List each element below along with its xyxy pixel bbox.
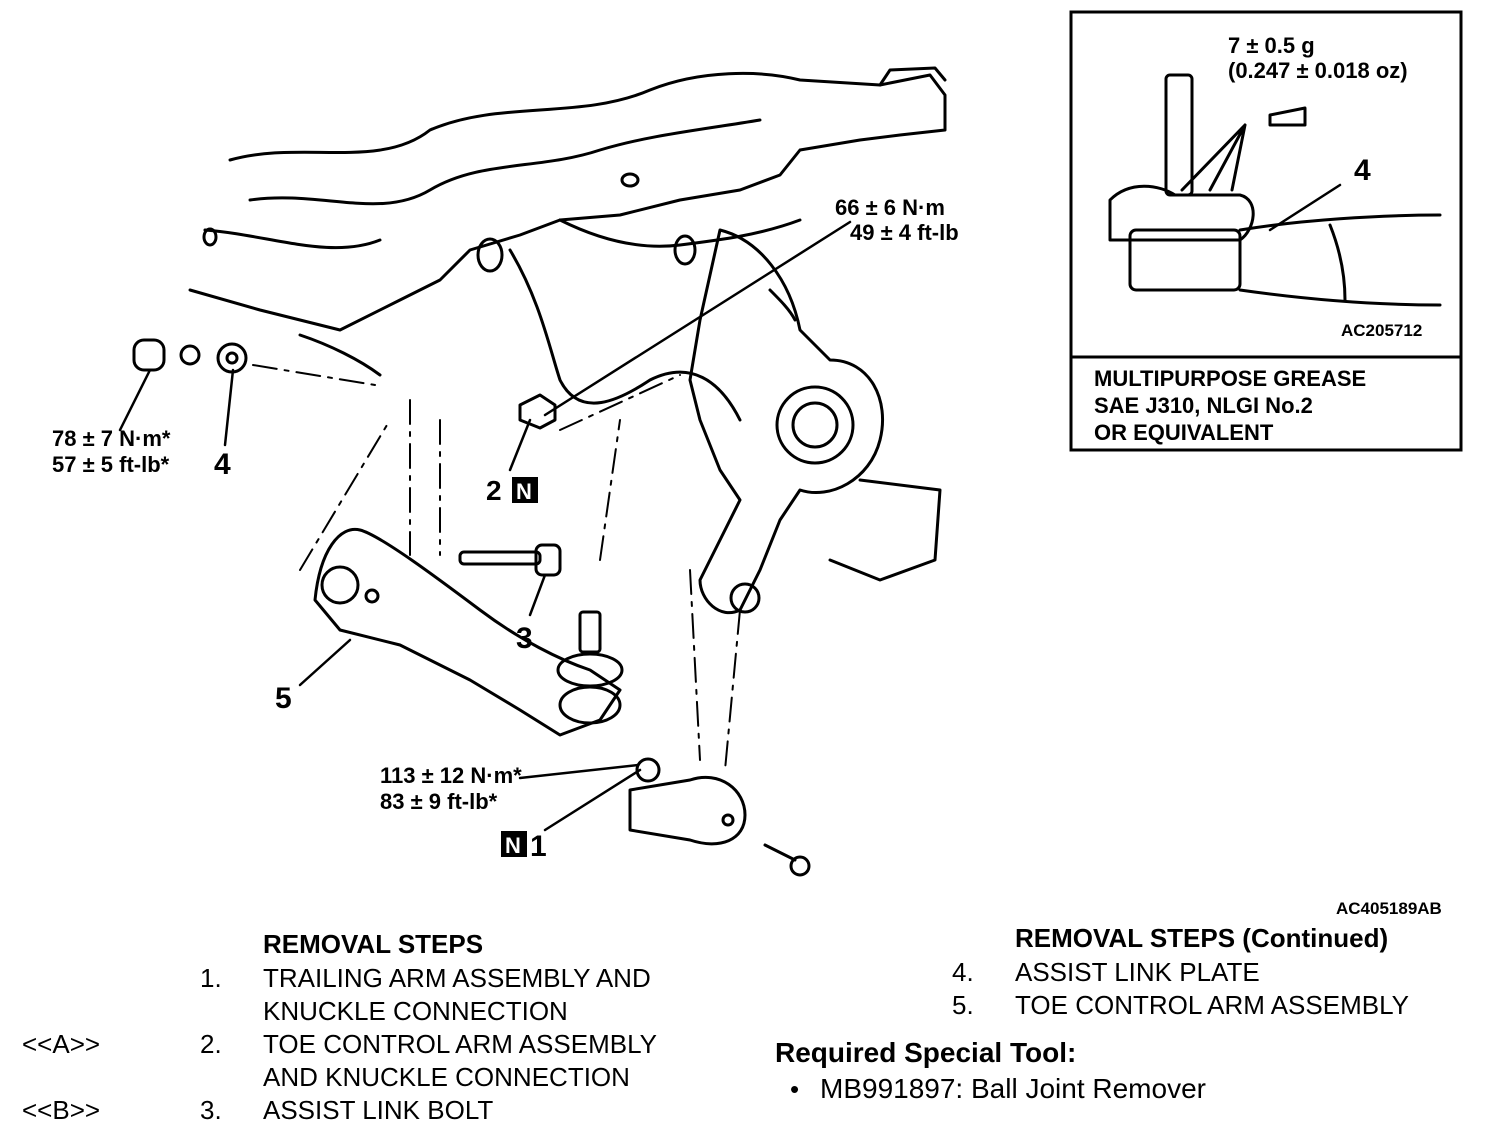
inset-figure-id: AC205712 [1341, 321, 1422, 340]
special-tool-bullet: • [790, 1074, 800, 1104]
torque-78-ftlb: 57 ± 5 ft-lb* [52, 452, 170, 477]
torque-66-nm: 66 ± 6 N·m [835, 195, 945, 220]
knuckle-drawing [688, 228, 942, 615]
subframe-drawing [188, 66, 947, 377]
step-3-ref: <<B>> [22, 1095, 101, 1125]
step-2-number: 2. [200, 1029, 222, 1059]
torque-78-nm: 78 ± 7 N·m* [52, 426, 171, 451]
removal-steps-title: REMOVAL STEPS [263, 929, 484, 959]
removal-steps-continued-title: REMOVAL STEPS (Continued) [1015, 923, 1389, 953]
special-tool-title: Required Special Tool: [775, 1037, 1077, 1068]
step-3-label-line-1: ASSIST LINK BOLT [263, 1095, 494, 1125]
trailing-arm-end-drawing [628, 757, 811, 877]
callout-3: 3 [516, 622, 533, 655]
step-4-label: ASSIST LINK PLATE [1015, 957, 1260, 987]
inset-amount-oz: (0.247 ± 0.018 oz) [1228, 58, 1408, 83]
callout-2: 2 [486, 475, 502, 506]
step-1-label-line-1: TRAILING ARM ASSEMBLY AND [263, 963, 651, 993]
nut-drawing [518, 393, 557, 430]
leader-lines [118, 183, 1342, 832]
special-tool-item: MB991897: Ball Joint Remover [820, 1073, 1206, 1104]
step-5-label: TOE CONTROL ARM ASSEMBLY [1015, 990, 1409, 1020]
step-5-number: 5. [952, 990, 974, 1020]
grease-line-1: MULTIPURPOSE GREASE [1094, 366, 1366, 391]
step-2-label-line-1: TOE CONTROL ARM ASSEMBLY [263, 1029, 657, 1059]
step-2-ref: <<A>> [22, 1029, 101, 1059]
callout-4: 4 [214, 448, 231, 481]
brake-line-drawing [508, 248, 742, 422]
step-1-number: 1. [200, 963, 222, 993]
grease-line-3: OR EQUIVALENT [1094, 420, 1274, 445]
n-badge-1-label: N [505, 833, 521, 858]
toe-control-arm-drawing [313, 527, 624, 737]
inset-amount-g: 7 ± 0.5 g [1228, 33, 1315, 58]
step-3-number: 3. [200, 1095, 222, 1125]
step-1-label-line-2: KNUCKLE CONNECTION [263, 996, 568, 1026]
assist-link-bolt-drawing [458, 543, 562, 577]
n-badge-1 [501, 831, 527, 857]
n-badge-2-label: N [516, 479, 532, 504]
grease-line-2: SAE J310, NLGI No.2 [1094, 393, 1313, 418]
callout-1: 1 [530, 830, 547, 863]
step-2-label-line-2: AND KNUCKLE CONNECTION [263, 1062, 630, 1092]
n-badge-2 [512, 477, 538, 503]
torque-113-ftlb: 83 ± 9 ft-lb* [380, 789, 498, 814]
step-4-number: 4. [952, 957, 974, 987]
dash-leaders [252, 364, 741, 771]
callout-5: 5 [275, 682, 292, 715]
inset-callout-4: 4 [1354, 154, 1371, 187]
torque-66-ftlb: 49 ± 4 ft-lb [850, 220, 959, 245]
torque-113-nm: 113 ± 12 N·m* [380, 763, 522, 788]
figure-id: AC405189AB [1336, 899, 1442, 918]
assist-link-plate-parts [132, 338, 248, 374]
inset-frame [1069, 10, 1463, 452]
inset-ball-joint-drawing [1108, 73, 1442, 307]
